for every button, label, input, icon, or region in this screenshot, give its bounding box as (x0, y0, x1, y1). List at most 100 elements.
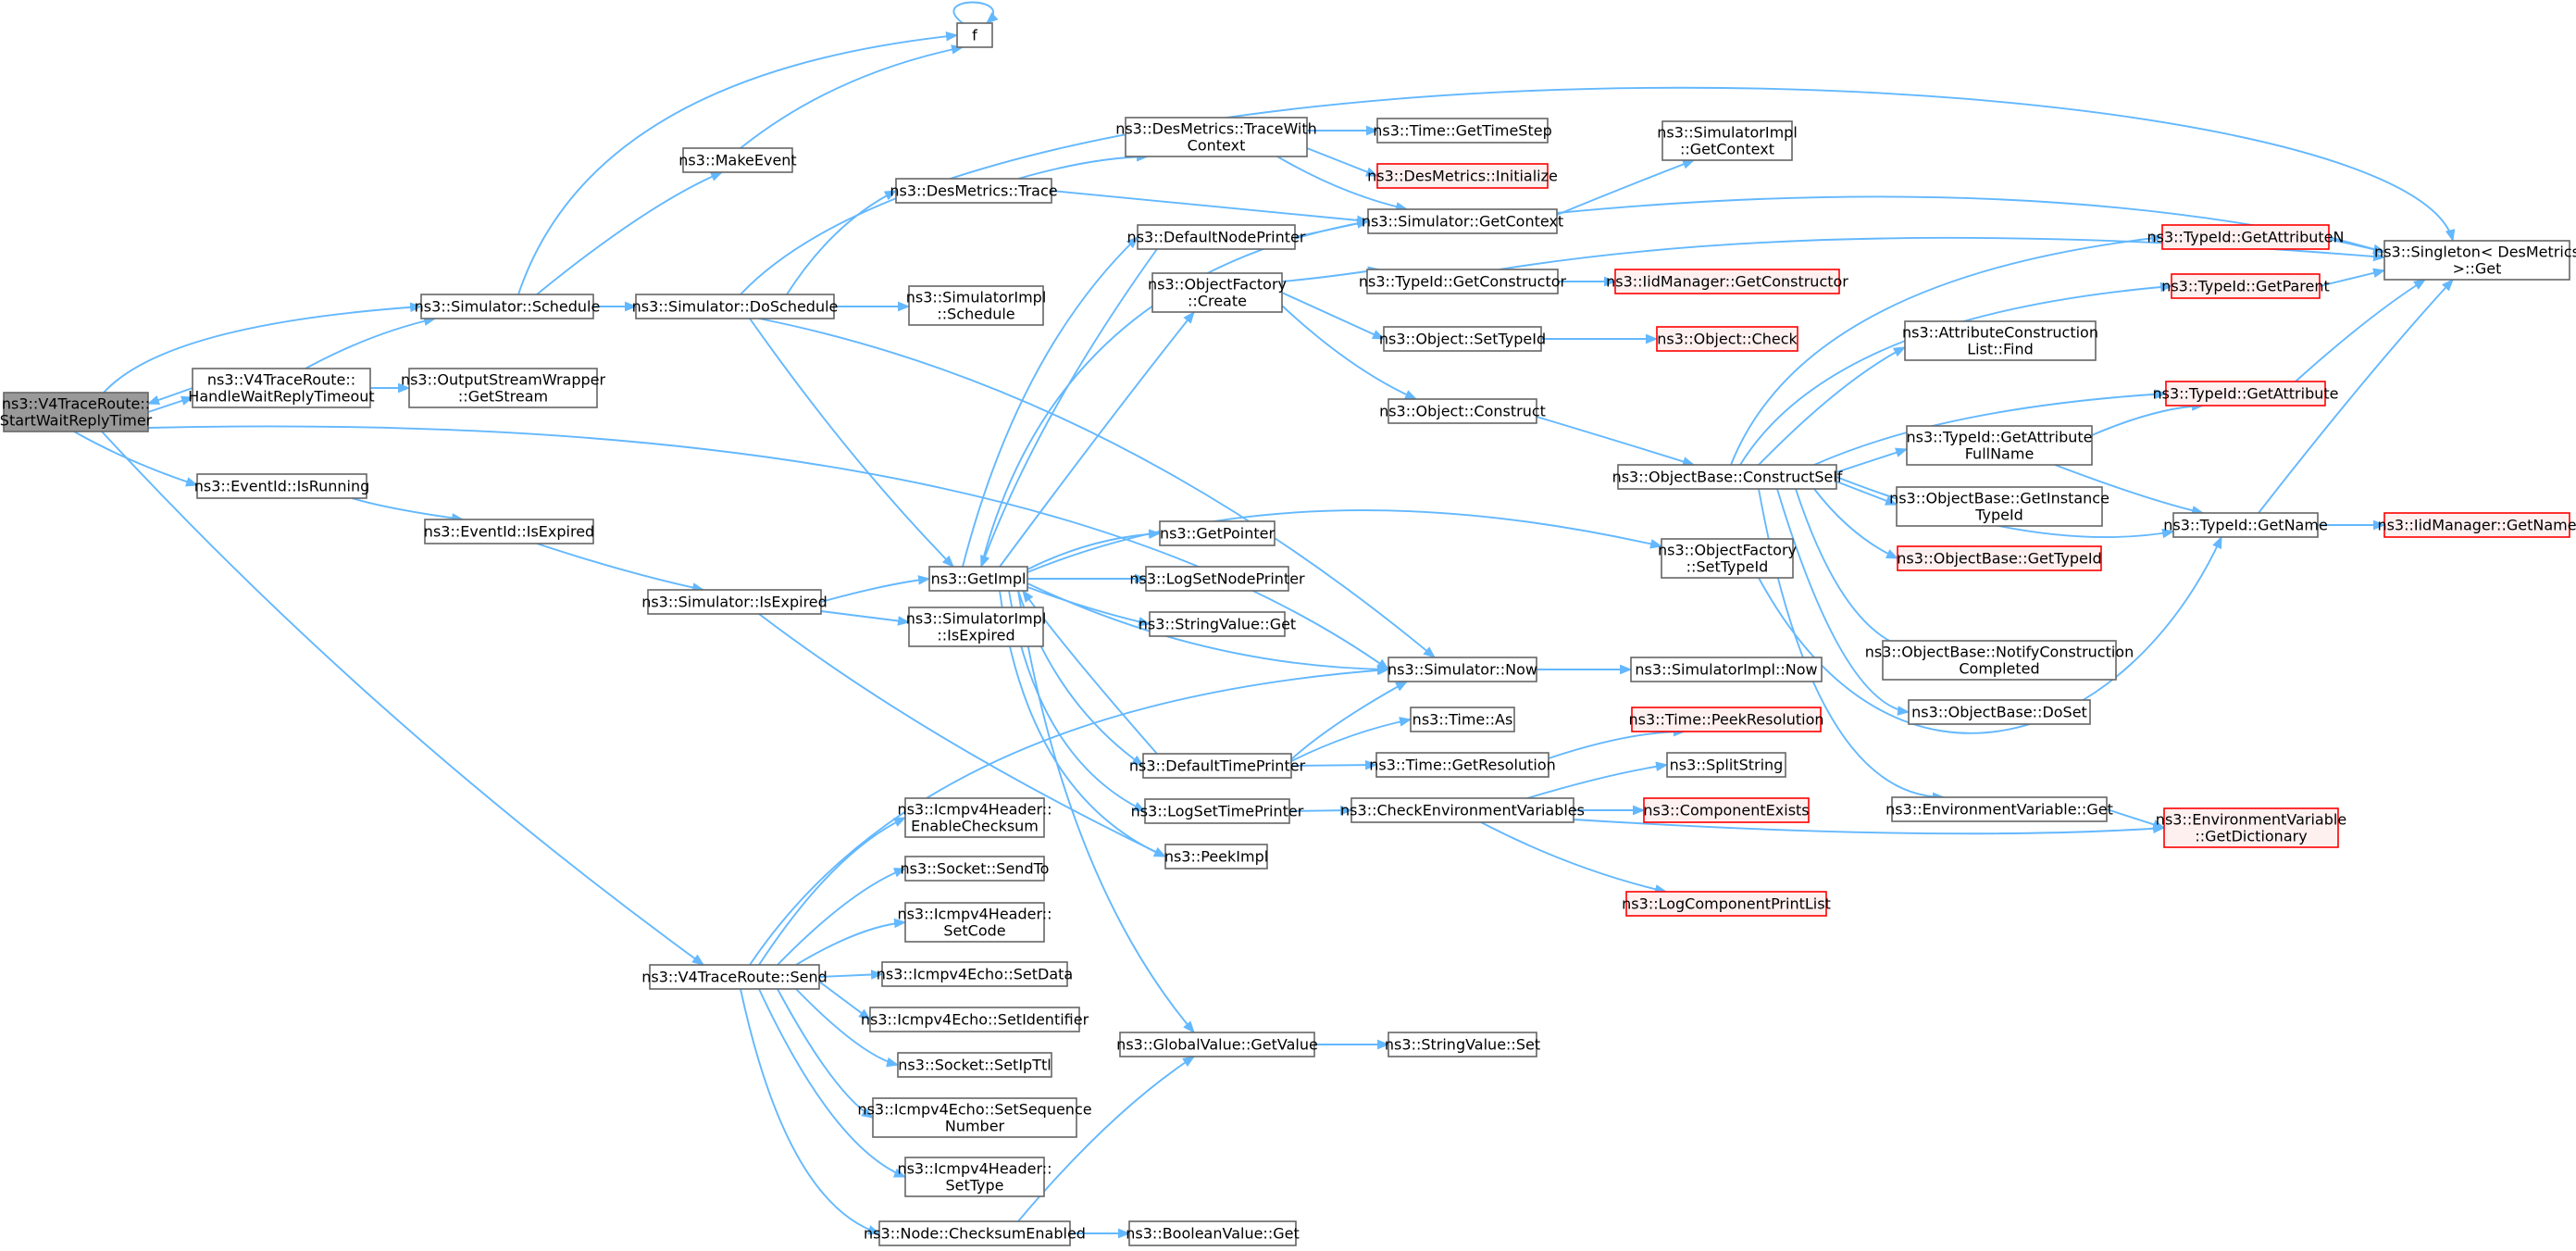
node-label: ns3::LogComponentPrintList (1622, 895, 1831, 913)
function-node-checksumenabled[interactable]: ns3::Node::ChecksumEnabled (864, 1220, 1086, 1246)
function-node-doset[interactable]: ns3::ObjectBase::DoSet (1908, 699, 2091, 725)
call-edge-ofcreate-to-objconstruct (1281, 305, 1418, 400)
function-node-setidentifier[interactable]: ns3::Icmpv4Echo::SetIdentifier (861, 1007, 1089, 1032)
function-node-stringvalueget[interactable]: ns3::StringValue::Get (1139, 611, 1296, 637)
node-label: ns3::SimulatorImpl (906, 610, 1047, 628)
function-node-singletonget[interactable]: ns3::Singleton< DesMetrics >::Get (2374, 240, 2576, 281)
function-node-checkenv[interactable]: ns3::CheckEnvironmentVariables (1340, 797, 1585, 823)
call-edge-evisexpired-to-simisexpired (536, 543, 705, 593)
function-node-defaulttimeprinter[interactable]: ns3::DefaultTimePrinter (1129, 753, 1306, 779)
function-node-getstream[interactable]: ns3::OutputStreamWrapper::GetStream (401, 368, 606, 408)
function-node-splitstring[interactable]: ns3::SplitString (1666, 752, 1786, 778)
function-node-getcontext[interactable]: ns3::Simulator::GetContext (1362, 208, 1563, 234)
call-edge-send-to-setdata (818, 970, 884, 980)
node-box (1631, 707, 1822, 732)
function-node-obgettypeid[interactable]: ns3::ObjectBase::GetTypeId (1897, 545, 2102, 571)
node-box (1617, 464, 1837, 490)
node-box (1145, 566, 1289, 592)
node-box (2161, 224, 2330, 250)
function-node-implisexpired[interactable]: ns3::SimulatorImpl::IsExpired (906, 607, 1047, 647)
function-node-gvgetvalue[interactable]: ns3::GlobalValue::GetValue (1116, 1032, 1318, 1057)
function-node-settype[interactable]: ns3::Icmpv4Header::SetType (897, 1157, 1052, 1197)
call-edge-constructself-to-getattribute (1813, 389, 2168, 466)
function-node-isrunning[interactable]: ns3::EventId::IsRunning (194, 473, 370, 499)
function-node-implgetcontext[interactable]: ns3::SimulatorImpl::GetContext (1657, 120, 1798, 161)
node-label: Context (1188, 137, 1246, 155)
node-box (1388, 1032, 1537, 1057)
function-node-iidgetname[interactable]: ns3::IidManager::GetName (2377, 512, 2576, 538)
function-node-now[interactable]: ns3::Simulator::Now (1388, 657, 1537, 682)
function-node-evisexpired[interactable]: ns3::EventId::IsExpired (424, 519, 594, 544)
function-node-root[interactable]: ns3::V4TraceRoute::StartWaitReplyTimer (0, 392, 153, 432)
function-node-logcomponentprintlist[interactable]: ns3::LogComponentPrintList (1622, 891, 1831, 917)
node-label: ns3::SimulatorImpl::Now (1635, 661, 1817, 679)
function-node-envget[interactable]: ns3::EnvironmentVariable::Get (1885, 796, 2113, 822)
node-box (1151, 272, 1283, 313)
function-node-typeidgetctor[interactable]: ns3::TypeId::GetConstructor (1359, 269, 1567, 294)
function-node-getimpl[interactable]: ns3::GetImpl (928, 566, 1028, 592)
function-node-getpointer[interactable]: ns3::GetPointer (1159, 520, 1276, 546)
function-node-getname[interactable]: ns3::TypeId::GetName (2163, 512, 2328, 538)
function-node-implschedule[interactable]: ns3::SimulatorImpl::Schedule (906, 285, 1047, 326)
function-node-objsettypeid[interactable]: ns3::Object::SetTypeId (1379, 326, 1546, 352)
function-node-setipttl[interactable]: ns3::Socket::SetIpTtl (897, 1052, 1052, 1078)
node-box (192, 368, 371, 408)
function-node-objconstruct[interactable]: ns3::Object::Construct (1379, 398, 1546, 424)
node-label: ns3::DefaultNodePrinter (1127, 229, 1306, 246)
node-label: ns3::ObjectFactory (1148, 276, 1287, 294)
function-node-getattribute[interactable]: ns3::TypeId::GetAttribute (2152, 381, 2339, 407)
function-node-implnow[interactable]: ns3::SimulatorImpl::Now (1630, 657, 1823, 682)
node-label: ns3::TypeId::GetConstructor (1359, 273, 1567, 291)
function-node-peekresolution[interactable]: ns3::Time::PeekResolution (1628, 707, 1824, 732)
function-node-getparent[interactable]: ns3::TypeId::GetParent (2161, 273, 2330, 299)
function-node-enablechecksum[interactable]: ns3::Icmpv4Header::EnableChecksum (897, 797, 1052, 838)
function-node-destrace[interactable]: ns3::DesMetrics::Trace (890, 178, 1058, 204)
function-node-notifyconstruction[interactable]: ns3::ObjectBase::NotifyConstructionCompl… (1865, 640, 2134, 681)
function-node-peekimpl[interactable]: ns3::PeekImpl (1164, 844, 1268, 869)
function-node-stringset[interactable]: ns3::StringValue::Set (1385, 1032, 1540, 1057)
call-edge-send-to-setipttl (795, 988, 900, 1068)
call-edge-getimpl-to-defaultnodeprinter (962, 236, 1139, 568)
function-node-simisexpired[interactable]: ns3::Simulator::IsExpired (641, 589, 828, 615)
node-label: ns3::Icmpv4Header:: (897, 801, 1052, 819)
function-node-defaultnodeprinter[interactable]: ns3::DefaultNodePrinter (1127, 224, 1306, 250)
function-node-logsettimeprinter[interactable]: ns3::LogSetTimePrinter (1131, 798, 1304, 824)
function-node-setdata[interactable]: ns3::Icmpv4Echo::SetData (877, 961, 1073, 987)
function-node-schedule[interactable]: ns3::Simulator::Schedule (415, 294, 601, 319)
node-box (1891, 796, 2108, 822)
node-box (1630, 657, 1823, 682)
function-node-handlewait[interactable]: ns3::V4TraceRoute::HandleWaitReplyTimeou… (188, 368, 375, 408)
function-node-iidgetctor[interactable]: ns3::IidManager::GetConstructor (1606, 269, 1848, 294)
function-node-booleanget[interactable]: ns3::BooleanValue::Get (1126, 1220, 1300, 1246)
node-label: TypeId (1974, 507, 2023, 524)
node-box (904, 902, 1045, 943)
function-node-envgetdict[interactable]: ns3::EnvironmentVariable::GetDictionary (2156, 807, 2346, 848)
function-node-getattributen[interactable]: ns3::TypeId::GetAttributeN (2147, 224, 2345, 250)
node-box (1142, 753, 1292, 779)
node-label: ns3::V4TraceRoute:: (207, 371, 355, 389)
function-node-timeas[interactable]: ns3::Time::As (1410, 707, 1515, 732)
function-node-gettimestep[interactable]: ns3::Time::GetTimeStep (1373, 118, 1552, 144)
function-node-doschedule[interactable]: ns3::Simulator::DoSchedule (632, 294, 839, 319)
function-node-desinit[interactable]: ns3::DesMetrics::Initialize (1367, 163, 1558, 189)
node-label: ns3::Socket::SendTo (901, 860, 1050, 878)
function-node-ofcreate[interactable]: ns3::ObjectFactory::Create (1148, 272, 1287, 313)
function-node-setcode[interactable]: ns3::Icmpv4Header::SetCode (897, 902, 1052, 943)
function-node-f[interactable]: f (956, 22, 993, 48)
function-node-objcheck[interactable]: ns3::Object::Check (1656, 326, 1798, 352)
function-node-sendto[interactable]: ns3::Socket::SendTo (901, 856, 1050, 882)
function-node-send[interactable]: ns3::V4TraceRoute::Send (641, 964, 828, 990)
function-node-makeevent[interactable]: ns3::MakeEvent (678, 147, 797, 173)
function-node-constructself[interactable]: ns3::ObjectBase::ConstructSelf (1612, 464, 1843, 490)
function-node-componentexists[interactable]: ns3::ComponentExists (1643, 797, 1810, 823)
call-edge-schedule-to-makeevent (536, 171, 724, 295)
function-node-ofsettypeid[interactable]: ns3::ObjectFactory::SetTypeId (1658, 538, 1797, 579)
function-node-getresolution[interactable]: ns3::Time::GetResolution (1369, 752, 1556, 778)
function-node-logsetnodeprinter[interactable]: ns3::LogSetNodePrinter (1129, 566, 1305, 592)
call-edge-getimpl-to-stringvalueget (1027, 586, 1151, 627)
